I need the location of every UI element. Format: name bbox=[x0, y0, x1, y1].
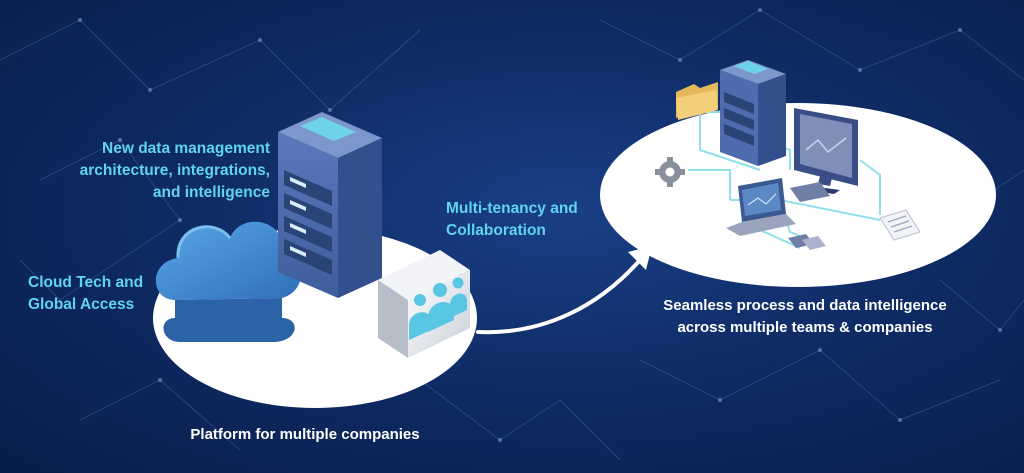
platform-label: Platform for multiple companies bbox=[190, 426, 420, 443]
gear-icon bbox=[655, 157, 685, 187]
curved-arrow-icon bbox=[476, 258, 642, 335]
multitenancy-label: Multi-tenancy and Collaboration bbox=[446, 200, 578, 239]
document-icon bbox=[879, 209, 921, 241]
server-rack-icon bbox=[278, 112, 382, 298]
seamless-label: Seamless process and data intelligence a… bbox=[663, 297, 947, 336]
folder-icon bbox=[676, 82, 718, 120]
phone-icon bbox=[788, 234, 826, 250]
laptop-icon bbox=[726, 178, 796, 236]
team-users-icon bbox=[378, 250, 470, 358]
server-rack-icon bbox=[720, 60, 786, 166]
cloud-tech-label: Cloud Tech and Global Access bbox=[28, 274, 144, 313]
keyboard-icon bbox=[790, 182, 830, 202]
cloud-icon bbox=[155, 221, 302, 342]
data-management-label: New data management architecture, integr… bbox=[79, 140, 270, 201]
